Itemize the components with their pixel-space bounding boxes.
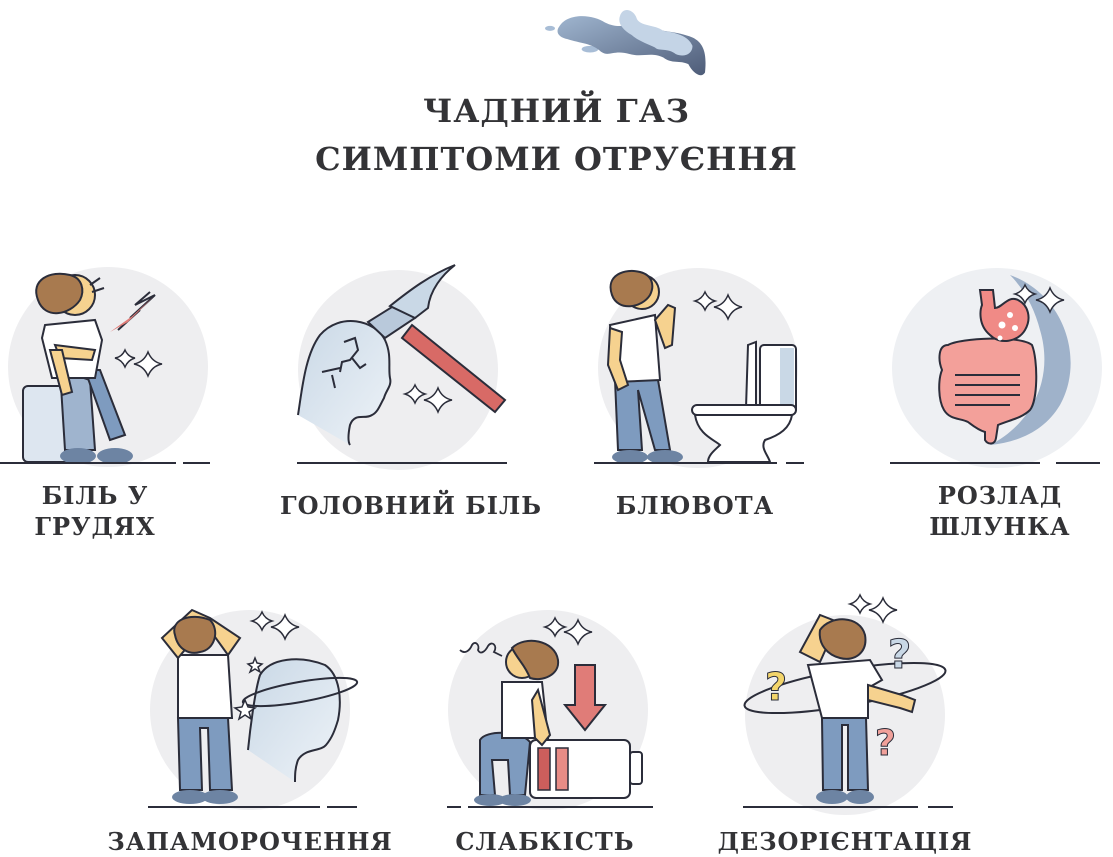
symptom-label-headache: ГОЛОВНИЙ БІЛЬ xyxy=(280,491,543,520)
label-line2: ШЛУНКА xyxy=(929,512,1071,541)
smoke-cloud-icon xyxy=(545,9,706,76)
ground-line-short xyxy=(463,462,507,464)
ground-line xyxy=(297,462,469,464)
label-line1: БІЛЬ У xyxy=(41,481,149,510)
symptom-label-weakness: СЛАБКІСТЬ xyxy=(455,827,635,856)
page-title-line1: ЧАДНИЙ ГАЗ xyxy=(423,92,690,130)
ground-line-short xyxy=(928,806,953,808)
svg-text:?: ? xyxy=(875,723,896,764)
ground-line-short xyxy=(327,806,357,808)
ground-line xyxy=(148,806,320,808)
label-line1: РОЗЛАД xyxy=(937,481,1063,510)
ground-line-short xyxy=(447,806,461,808)
low-battery-icon xyxy=(459,616,643,806)
ground-line-short xyxy=(786,462,804,464)
ground-line xyxy=(0,462,176,464)
question-marks-icon: ? ? ? xyxy=(743,593,947,804)
symptom-label-chest-pain: БІЛЬ У ГРУДЯХ xyxy=(20,480,170,542)
symptom-label-dizziness: ЗАПАМОРОЧЕННЯ xyxy=(107,827,393,856)
svg-text:?: ? xyxy=(888,632,911,678)
hammer-head-icon xyxy=(297,264,507,446)
ground-line xyxy=(594,462,777,464)
ground-line xyxy=(743,806,918,808)
label-line2: ГРУДЯХ xyxy=(34,512,156,541)
symptom-label-disorientation: ДЕЗОРІЄНТАЦІЯ xyxy=(717,827,973,856)
page-title-line2: СИМПТОМИ ОТРУЄННЯ xyxy=(315,140,798,178)
symptom-label-stomach-upset: РОЗЛАД ШЛУНКА xyxy=(920,480,1080,542)
chest-pain-icon xyxy=(22,272,163,464)
ground-line xyxy=(468,806,653,808)
ground-line xyxy=(890,462,1040,464)
ground-line-short xyxy=(1056,462,1100,464)
symptom-label-vomiting: БЛЮВОТА xyxy=(615,491,775,520)
dizzy-head-icon xyxy=(160,608,359,804)
ground-line-short xyxy=(183,462,210,464)
svg-text:?: ? xyxy=(765,665,787,709)
toilet-icon xyxy=(606,270,797,464)
stomach-icon xyxy=(938,275,1071,445)
